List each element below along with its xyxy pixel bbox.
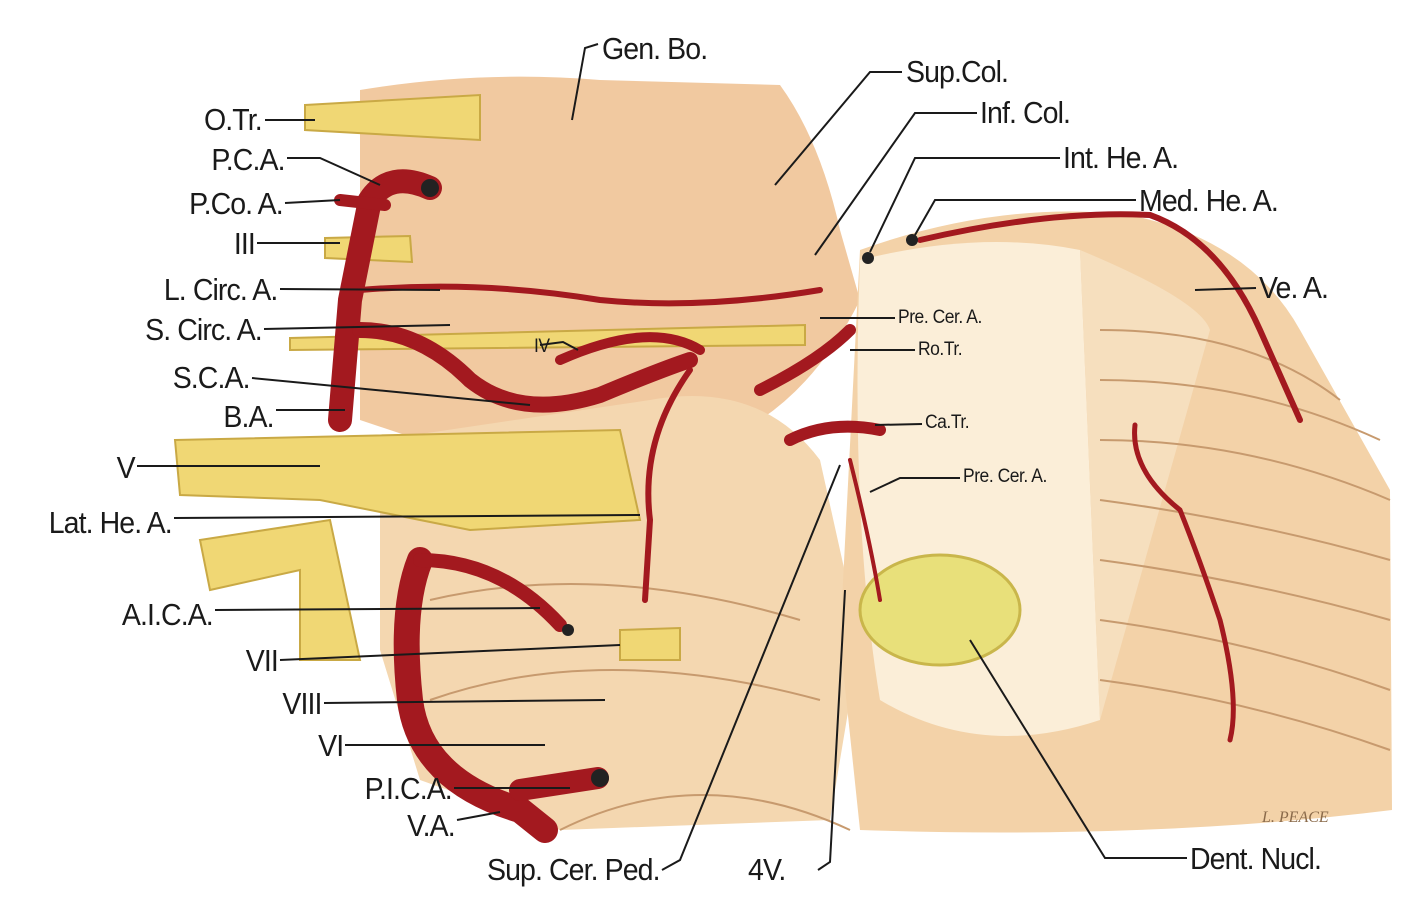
label-med-he-a: Med. He. A. (1139, 183, 1279, 218)
label-s-circ-a: S. Circ. A. (145, 312, 263, 347)
label-p-co-a: P.Co. A. (189, 186, 284, 221)
label-4v: 4V. (748, 852, 786, 887)
label-a-i-c-a: A.I.C.A. (122, 597, 214, 632)
label-s-c-a: S.C.A. (173, 360, 251, 395)
label-ca-tr: Ca.Tr. (925, 412, 970, 433)
leader-lines (137, 43, 1257, 871)
label-iii: III (233, 226, 256, 261)
label-lat-he-a: Lat. He. A. (48, 505, 173, 540)
label-inf-col: Inf. Col. (980, 95, 1071, 130)
signature: L. PEACE (1261, 809, 1329, 826)
label-iv: IV (534, 336, 550, 357)
label-gen-bo: Gen. Bo. (602, 31, 708, 66)
nerves (173, 93, 806, 661)
label-b-a: B.A. (223, 399, 275, 434)
label-sup-cer-ped: Sup. Cer. Ped. (487, 852, 661, 887)
label-pre-cer-a-upper: Pre. Cer. A. (898, 307, 982, 328)
label-v: V (116, 450, 136, 485)
label-vii: VII (245, 643, 279, 678)
artery-cut-med-he (906, 234, 918, 246)
label-pre-cer-a-lower: Pre. Cer. A. (963, 466, 1047, 487)
label-p-i-c-a: P.I.C.A. (364, 771, 453, 806)
cut-surface-side (1080, 250, 1210, 720)
label-p-c-a: P.C.A. (211, 142, 286, 177)
label-ve-a: Ve. A. (1259, 270, 1329, 305)
brainstem (360, 76, 860, 441)
label-dent-nucl: Dent. Nucl. (1190, 841, 1322, 876)
label-v-a: V.A. (407, 808, 456, 843)
arteries (328, 169, 1303, 843)
folia (429, 329, 1391, 831)
dentate-nucleus (858, 553, 1022, 667)
label-viii: VIII (282, 686, 323, 721)
label-ro-tr: Ro.Tr. (918, 339, 963, 360)
label-int-he-a: Int. He. A. (1063, 140, 1179, 175)
artery-cut-aica (562, 624, 574, 636)
label-sup-col: Sup.Col. (906, 54, 1009, 89)
artery-cut-pica (591, 769, 609, 787)
artery-cut-pca (421, 179, 439, 197)
label-vi: VI (317, 728, 344, 763)
label-o-tr: O.Tr. (204, 102, 263, 137)
artery-cut-int-he (862, 252, 874, 264)
label-l-circ-a: L. Circ. A. (163, 272, 277, 307)
